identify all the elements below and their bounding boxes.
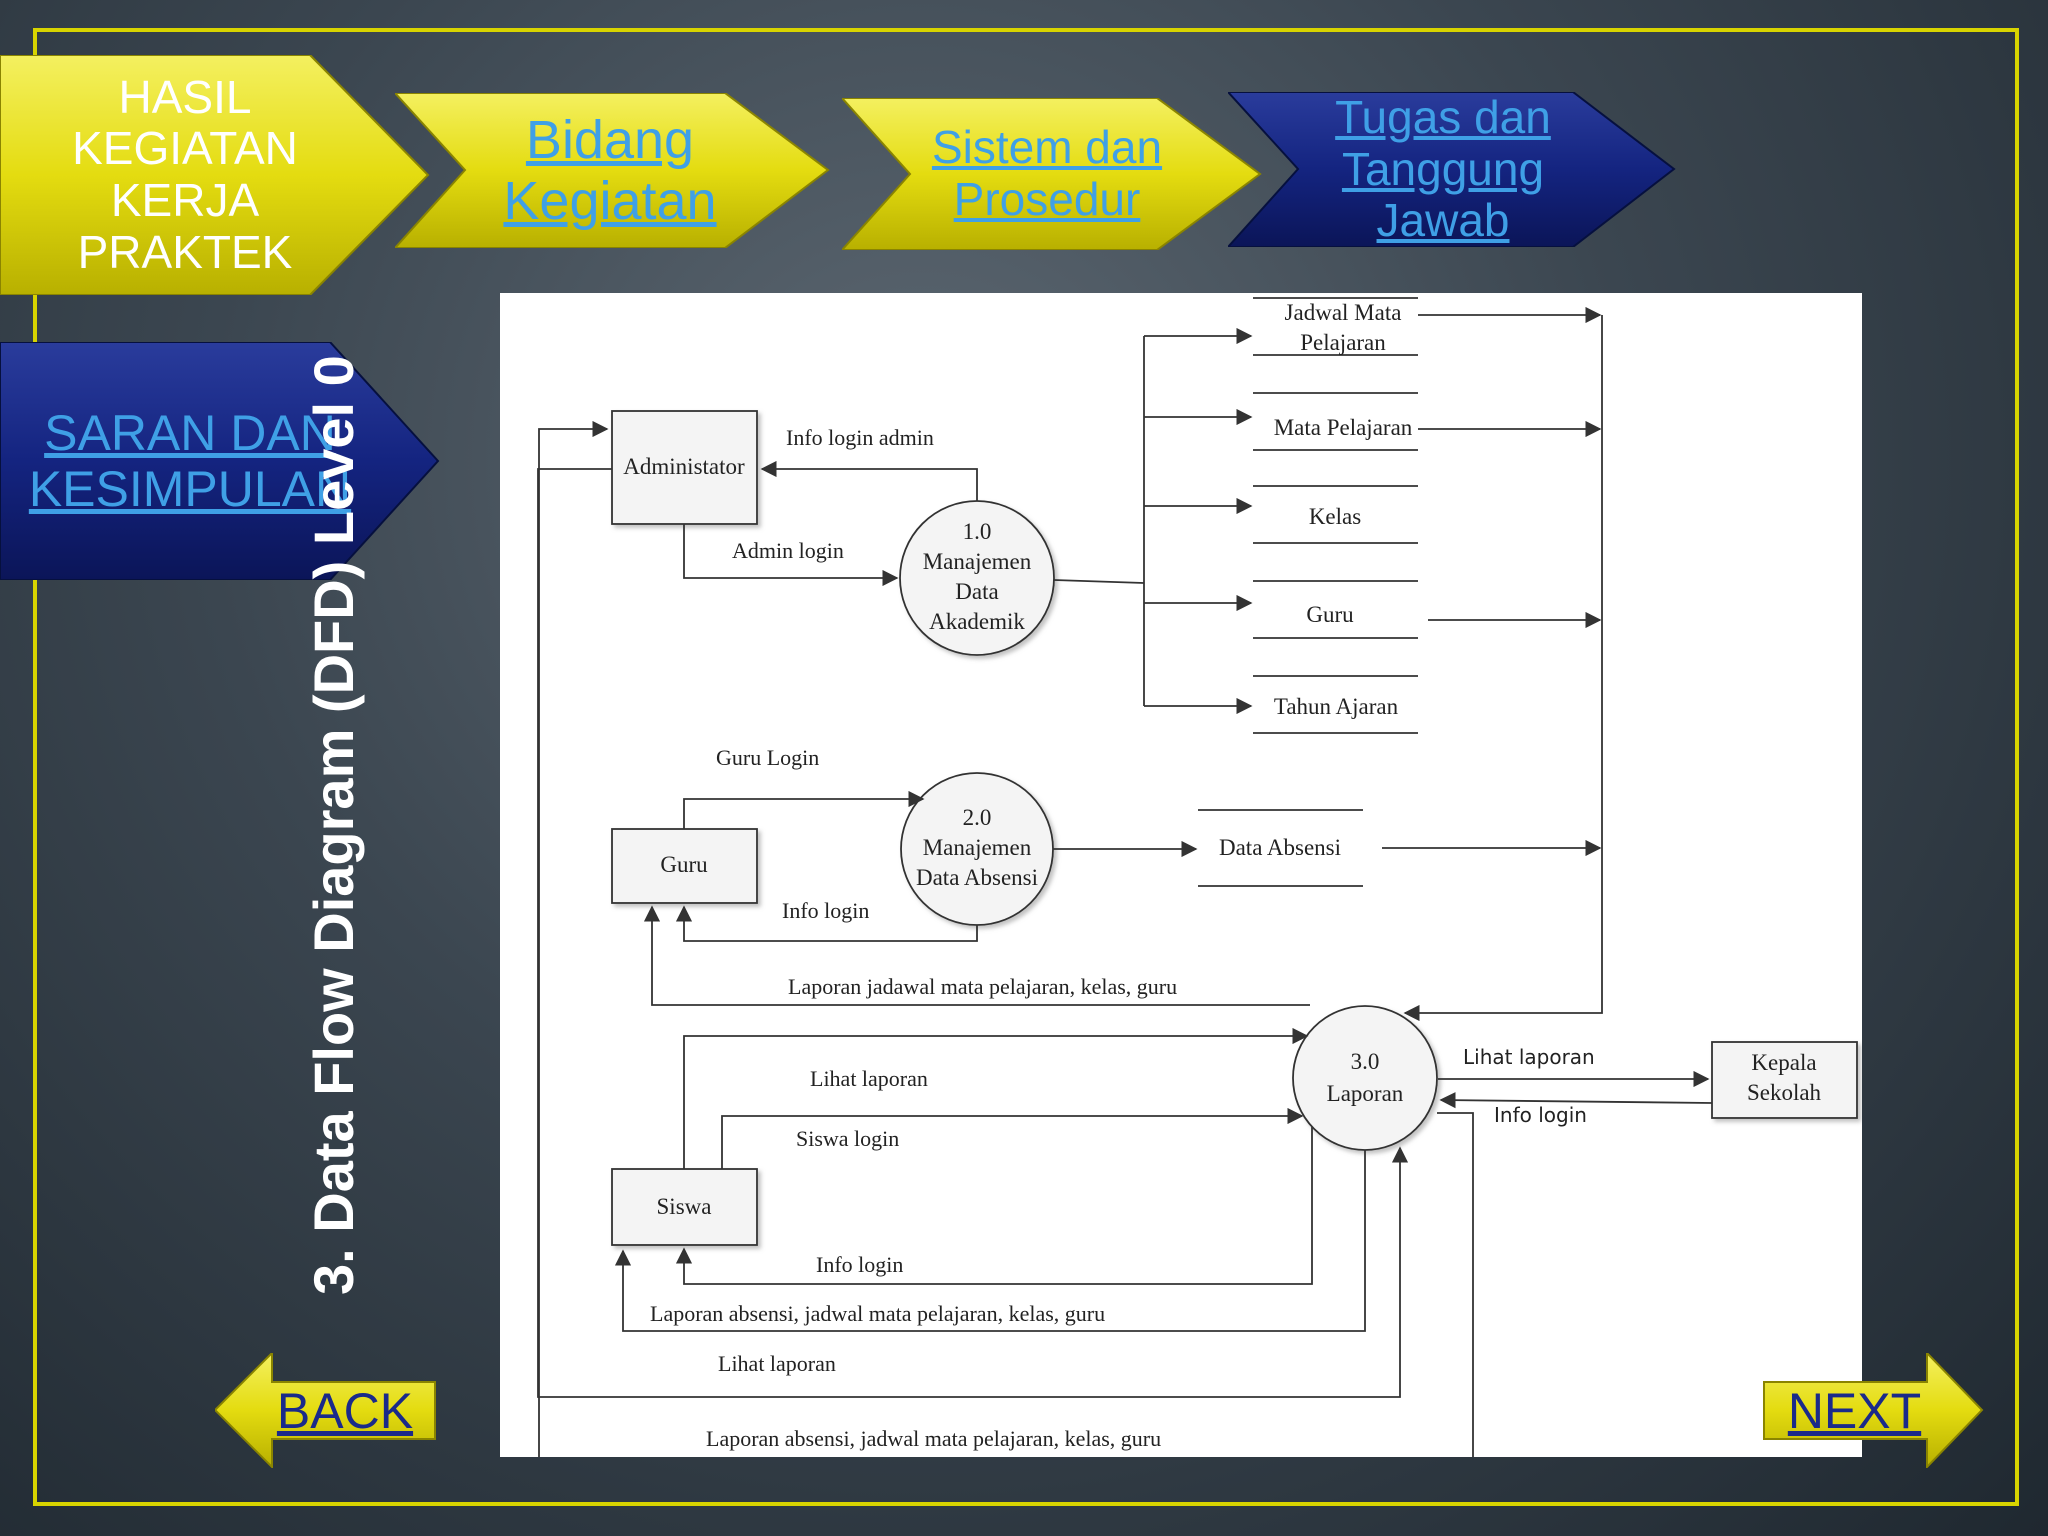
flow-laporan-admin-line bbox=[1437, 1112, 1474, 1457]
tab-tugas-tanggung-jawab[interactable]: Tugas dan Tanggung Jawab bbox=[1228, 92, 1676, 247]
dfd-diagram: Administator Guru Siswa Kepala Sekolah 1… bbox=[500, 293, 1862, 1457]
tab-saran-kesimpulan-label[interactable]: SARAN DAN KESIMPULAN bbox=[28, 405, 352, 517]
entity-guru-label: Guru bbox=[660, 852, 708, 877]
flow-siswa-login bbox=[721, 1107, 1304, 1169]
process-2-number: 2.0 bbox=[963, 805, 992, 830]
slide-frame bbox=[33, 28, 2019, 1506]
process-1-label-3: Akademik bbox=[929, 609, 1025, 634]
tab-hasil-kegiatan-label: HASIL KEGIATAN KERJA PRAKTEK bbox=[72, 70, 298, 278]
flow-p1-out bbox=[1053, 579, 1145, 584]
label-info-login-kepala: Info login bbox=[1494, 1103, 1587, 1127]
process-3-circle bbox=[1292, 1005, 1438, 1151]
tab-tugas-tanggung-jawab-shape bbox=[1228, 92, 1676, 247]
flow-info-login-guru bbox=[675, 905, 978, 942]
flow-info-login-siswa bbox=[675, 1127, 1313, 1285]
slide-title: 3. Data Flow Diagram (DFD) Level 0 bbox=[302, 355, 365, 1295]
back-arrow-icon bbox=[215, 1353, 436, 1468]
next-button-label: NEXT bbox=[1787, 1382, 1922, 1439]
entity-guru-box bbox=[611, 828, 758, 904]
flow-admin-login bbox=[683, 524, 899, 587]
entity-siswa-box bbox=[611, 1168, 758, 1246]
store-mapel-label: Mata Pelajaran bbox=[1274, 415, 1413, 440]
tab-sistem-prosedur-label[interactable]: Sistem dan Prosedur bbox=[931, 121, 1163, 225]
process-3-number: 3.0 bbox=[1351, 1049, 1380, 1074]
label-laporan-admin: Laporan absensi, jadwal mata pelajaran, … bbox=[706, 1426, 1161, 1451]
entity-siswa-label: Siswa bbox=[657, 1194, 712, 1219]
store-jadwal-label-1: Jadwal Mata bbox=[1285, 300, 1402, 325]
flow-laporan-siswa bbox=[614, 1150, 1366, 1332]
process-3-label: Laporan bbox=[1327, 1081, 1404, 1106]
store-guru-label: Guru bbox=[1306, 602, 1354, 627]
flow-lihat-laporan-siswa bbox=[683, 1027, 1309, 1169]
label-info-login-admin: Info login admin bbox=[786, 425, 934, 450]
label-lihat-laporan-admin: Lihat laporan bbox=[718, 1351, 836, 1376]
tab-bidang-kegiatan-shape bbox=[395, 93, 830, 248]
flow-info-login-kepala bbox=[1439, 1092, 1713, 1109]
dfd-canvas: Administator Guru Siswa Kepala Sekolah 1… bbox=[537, 297, 1858, 1457]
store-tahun-label: Tahun Ajaran bbox=[1274, 694, 1399, 719]
store-jadwal-label-2: Pelajaran bbox=[1300, 330, 1386, 355]
flow-guru-login bbox=[683, 790, 925, 829]
label-laporan-siswa: Laporan absensi, jadwal mata pelajaran, … bbox=[650, 1301, 1105, 1326]
tab-bidang-kegiatan-label[interactable]: Bidang Kegiatan bbox=[503, 110, 717, 231]
entity-administrator-label: Administator bbox=[623, 454, 745, 479]
tab-bidang-kegiatan[interactable]: Bidang Kegiatan bbox=[395, 93, 830, 248]
back-button-label: BACK bbox=[276, 1382, 414, 1439]
next-button[interactable]: NEXT bbox=[1762, 1353, 1984, 1468]
flow-lihat-laporan-admin bbox=[537, 468, 1409, 1398]
tab-saran-kesimpulan[interactable]: SARAN DAN KESIMPULAN bbox=[0, 342, 440, 580]
back-button[interactable]: BACK bbox=[215, 1353, 437, 1468]
process-1-label-1: Manajemen bbox=[923, 549, 1032, 574]
label-guru-login: Guru Login bbox=[716, 745, 819, 770]
store-absensi-label: Data Absensi bbox=[1219, 835, 1341, 860]
entity-kepala-sekolah-box bbox=[1711, 1041, 1858, 1119]
entity-kepala-label-2: Sekolah bbox=[1747, 1080, 1822, 1105]
tab-hasil-kegiatan-shape bbox=[0, 55, 430, 295]
process-2-label-1: Manajemen bbox=[923, 835, 1032, 860]
flow-collector-to-p3 bbox=[1403, 315, 1603, 1022]
label-info-login-guru: Info login bbox=[782, 898, 869, 923]
flow-laporan-guru bbox=[643, 905, 1310, 1006]
flow-info-login-admin bbox=[760, 460, 978, 501]
next-arrow-icon bbox=[1763, 1353, 1984, 1468]
label-admin-login: Admin login bbox=[732, 538, 844, 563]
label-laporan-guru: Laporan jadawal mata pelajaran, kelas, g… bbox=[788, 974, 1177, 999]
process-2-label-2: Data Absensi bbox=[916, 865, 1038, 890]
tab-sistem-prosedur-shape bbox=[842, 98, 1262, 250]
entity-kepala-label-1: Kepala bbox=[1751, 1050, 1816, 1075]
tab-sistem-prosedur[interactable]: Sistem dan Prosedur bbox=[842, 98, 1262, 250]
tab-saran-kesimpulan-shape bbox=[0, 342, 440, 580]
flow-laporan-admin-arrow bbox=[538, 420, 609, 1457]
process-1-number: 1.0 bbox=[963, 519, 992, 544]
store-kelas-label: Kelas bbox=[1309, 504, 1361, 529]
process-1-label-2: Data bbox=[955, 579, 998, 604]
tab-hasil-kegiatan[interactable]: HASIL KEGIATAN KERJA PRAKTEK bbox=[0, 55, 430, 295]
label-siswa-login: Siswa login bbox=[796, 1126, 899, 1151]
label-lihat-laporan-siswa: Lihat laporan bbox=[810, 1066, 928, 1091]
tab-tugas-tanggung-jawab-label[interactable]: Tugas dan Tanggung Jawab bbox=[1335, 91, 1551, 247]
label-info-login-siswa: Info login bbox=[816, 1252, 903, 1277]
label-lihat-laporan-kepala: Lihat laporan bbox=[1463, 1045, 1595, 1069]
